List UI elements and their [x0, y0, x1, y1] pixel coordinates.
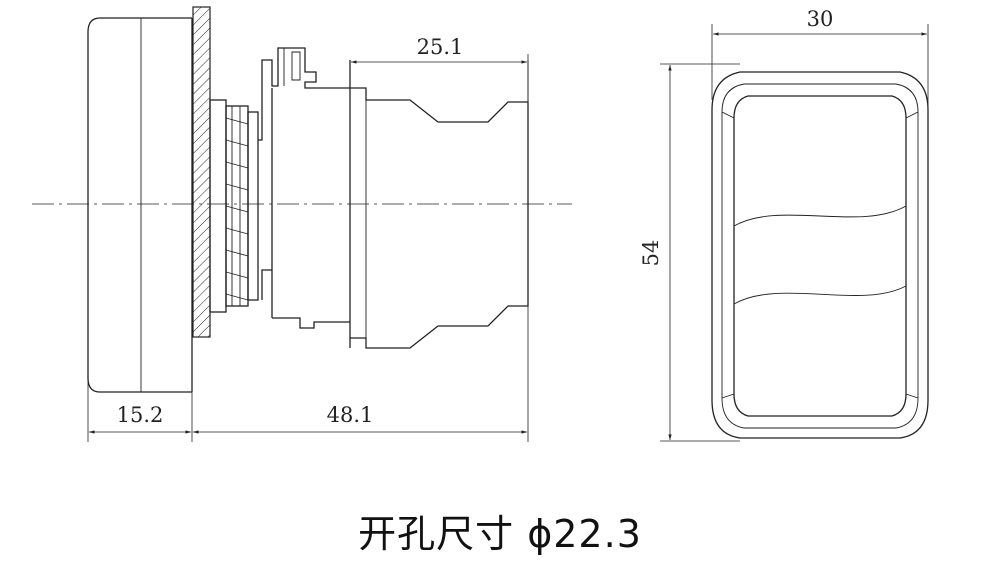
dim-height-label: 54 [639, 240, 663, 267]
dimension-depth-overall: 48.1 [193, 306, 529, 442]
front-divider-lower [733, 285, 907, 305]
contact-block [349, 60, 529, 349]
front-view: 30 54 [639, 7, 929, 442]
mounting-adapter [258, 47, 350, 329]
side-view: 25.1 15.2 48.1 [32, 6, 572, 442]
dim-width-label: 30 [807, 7, 834, 31]
dim-body-depth-label: 25.1 [417, 35, 464, 59]
front-bezel [711, 71, 929, 439]
front-divider-upper [733, 205, 907, 227]
cutout-caption: 开孔尺寸 ϕ22.3 [358, 512, 642, 556]
mounting-panel [192, 6, 211, 338]
front-face [733, 95, 907, 417]
dimension-head-depth: 15.2 [87, 380, 193, 442]
dimension-height: 54 [639, 63, 740, 442]
dimension-width: 30 [711, 7, 929, 110]
dim-depth-overall-label: 48.1 [327, 403, 374, 427]
dimension-body-depth: 25.1 [349, 35, 529, 102]
threaded-collar [209, 99, 259, 313]
button-head [87, 17, 192, 393]
dim-head-depth-label: 15.2 [117, 403, 164, 427]
